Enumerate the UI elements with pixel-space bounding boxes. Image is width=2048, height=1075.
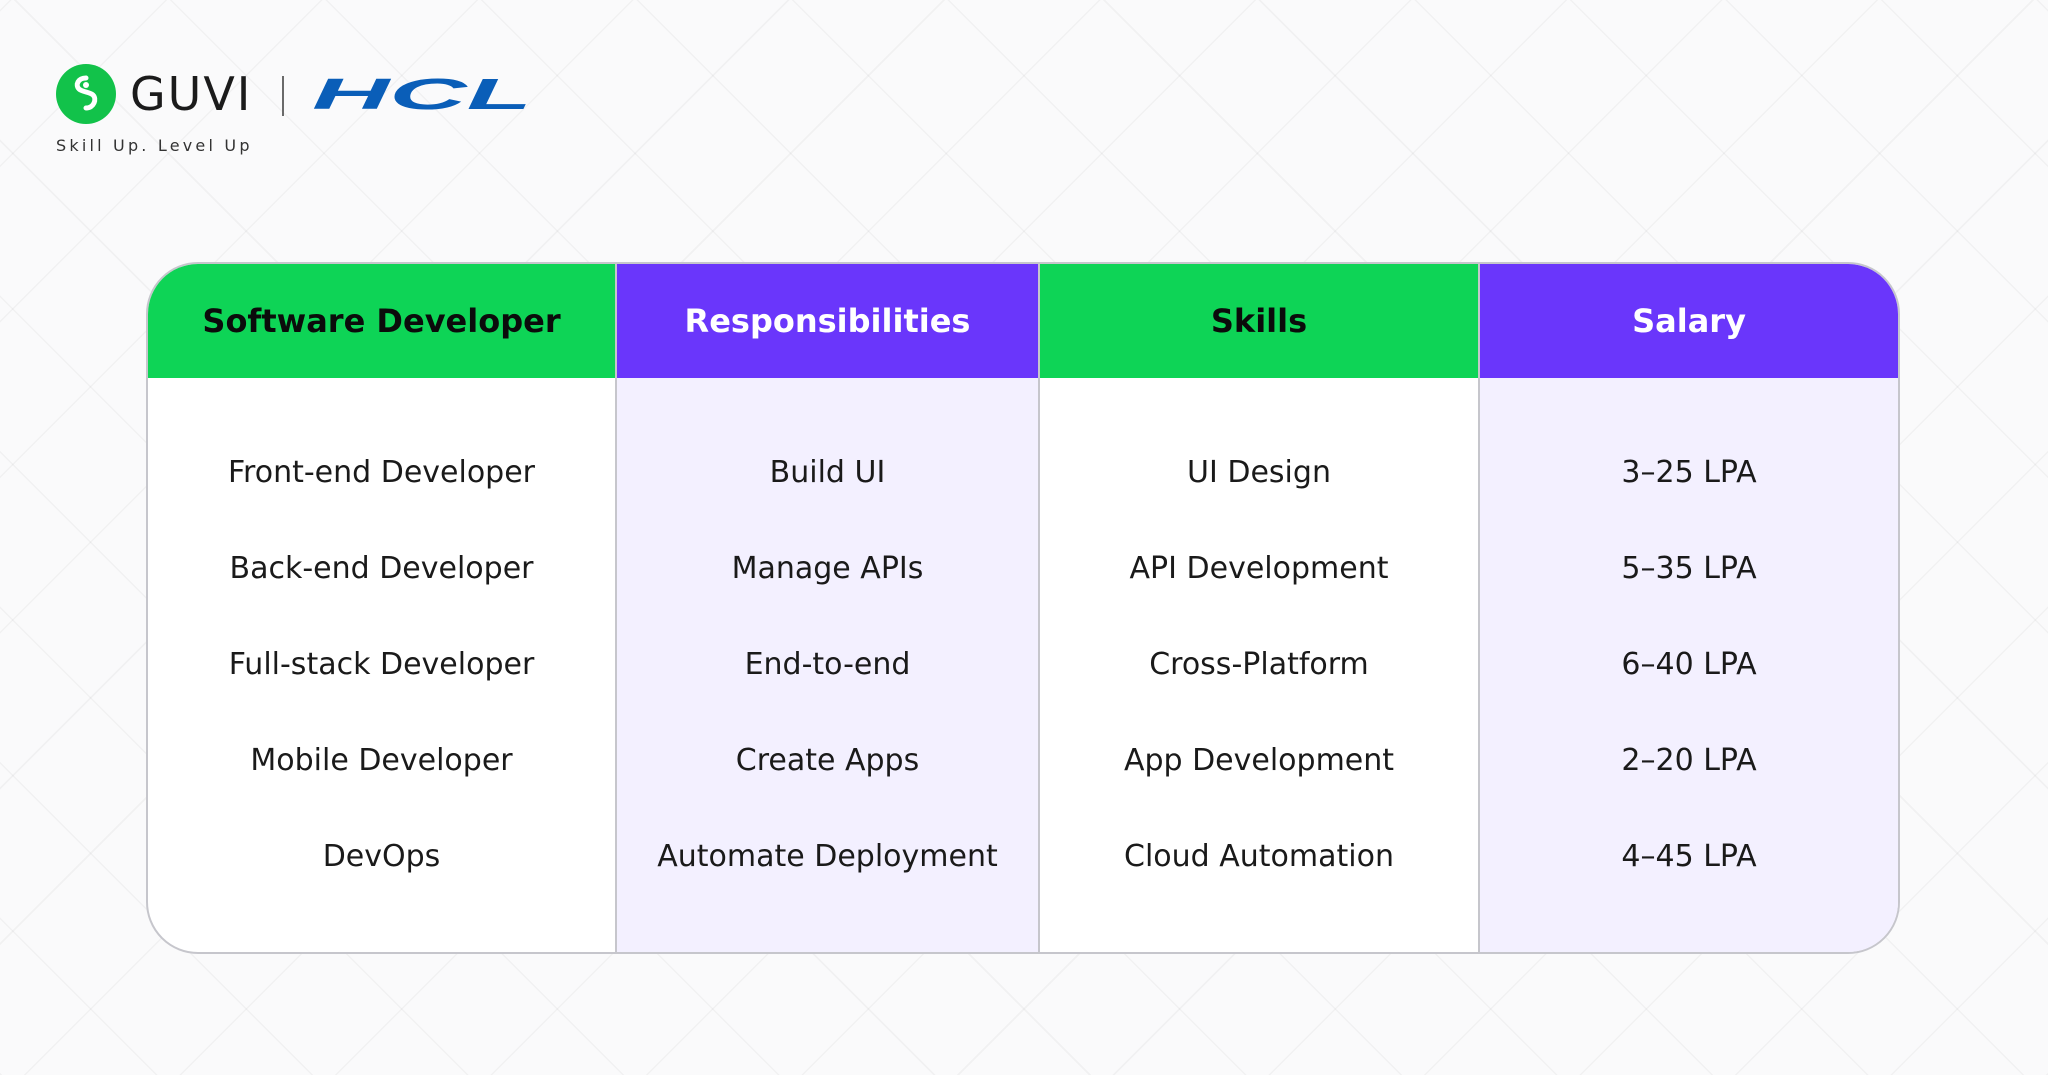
- table-column-responsibilities: Responsibilities Build UI Manage APIs En…: [615, 264, 1040, 952]
- brand-header: GUVI HCL Skill Up. Level Up: [56, 64, 576, 164]
- table-column-skills: Skills UI Design API Development Cross-P…: [1040, 264, 1478, 952]
- table-cell: Back-end Developer: [229, 550, 534, 586]
- table-cell: 6–40 LPA: [1621, 646, 1757, 682]
- table-cell: 3–25 LPA: [1621, 454, 1757, 490]
- table-cell: Build UI: [769, 454, 886, 490]
- table-cell: Create Apps: [735, 742, 920, 778]
- tagline: Skill Up. Level Up: [56, 136, 253, 155]
- table-cell: Cross-Platform: [1149, 646, 1369, 682]
- table-cell: End-to-end: [744, 646, 911, 682]
- column-header-software-developer: Software Developer: [148, 264, 615, 378]
- guvi-wordmark: GUVI: [130, 67, 253, 121]
- table-cell: Cloud Automation: [1124, 838, 1394, 874]
- developer-roles-table: Software Developer Front-end Developer B…: [146, 262, 1900, 954]
- table-cell: API Development: [1129, 550, 1389, 586]
- table-cell: Full-stack Developer: [228, 646, 535, 682]
- guvi-logo-icon: [56, 64, 116, 124]
- table-cell: 2–20 LPA: [1621, 742, 1757, 778]
- table-cell: Front-end Developer: [227, 454, 536, 490]
- hcl-logo-text: HCL: [312, 76, 532, 116]
- table-cell: Manage APIs: [731, 550, 924, 586]
- column-header-skills: Skills: [1040, 264, 1478, 378]
- table-cell: DevOps: [322, 838, 441, 874]
- brand-divider: [282, 76, 284, 116]
- column-header-responsibilities: Responsibilities: [617, 264, 1038, 378]
- table-cell: 5–35 LPA: [1621, 550, 1757, 586]
- table-cell: App Development: [1123, 742, 1395, 778]
- table-cell: UI Design: [1187, 454, 1331, 490]
- table-column-software-developer: Software Developer Front-end Developer B…: [148, 264, 615, 952]
- column-header-salary: Salary: [1480, 264, 1898, 378]
- table-column-salary: Salary 3–25 LPA 5–35 LPA 6–40 LPA 2–20 L…: [1478, 264, 1898, 952]
- hcl-logo: HCL: [306, 66, 596, 126]
- table-cell: Automate Deployment: [657, 838, 998, 874]
- table-cell: Mobile Developer: [250, 742, 513, 778]
- table-cell: 4–45 LPA: [1621, 838, 1757, 874]
